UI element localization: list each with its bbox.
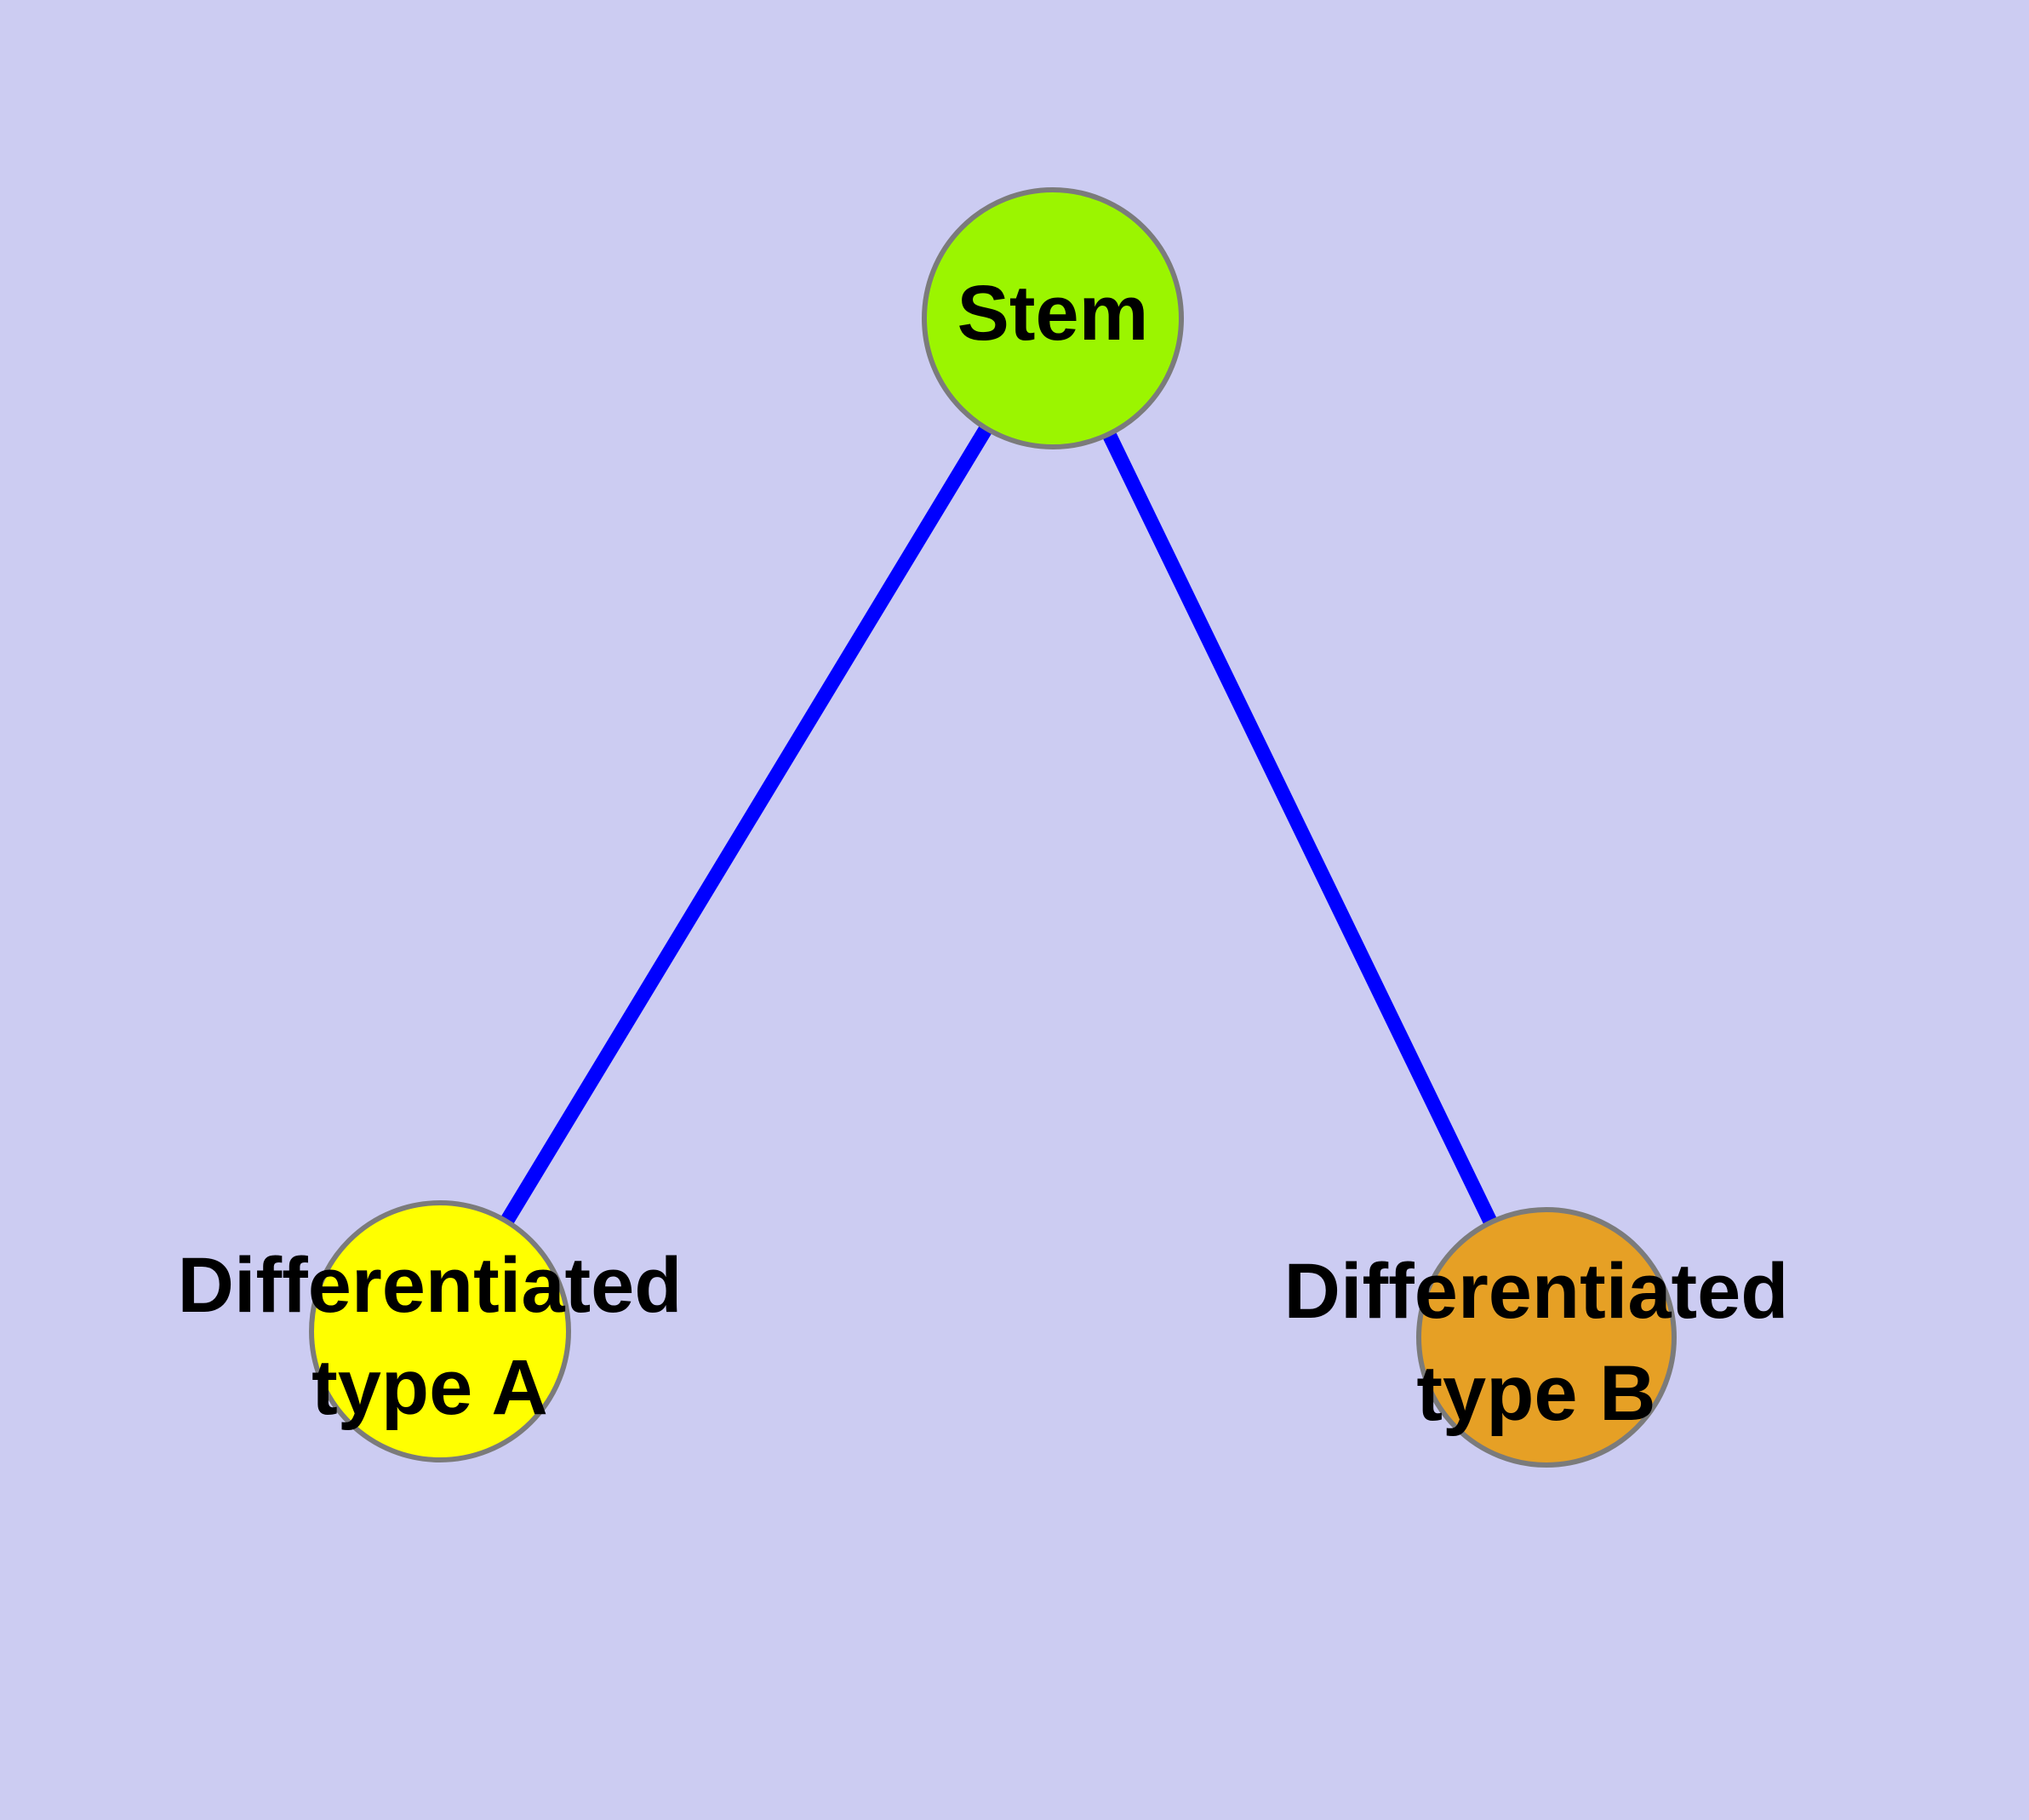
node-stem-label: Stem [712,262,1393,364]
node-stem [922,187,1184,449]
node-type-a-label-line-2: type A [311,1344,548,1431]
node-type-b-label-line-1: Differentiated [1283,1248,1789,1335]
node-differentiated-type-b [1416,1207,1677,1468]
node-type-a-label: Differentiated type A [89,1234,770,1439]
edge-stem-to-type-a [433,314,1060,1336]
node-stem-label-line: Stem [957,270,1149,357]
node-differentiated-type-a [309,1200,571,1462]
node-type-a-label-line-1: Differentiated [177,1242,683,1329]
node-type-b-label-line-2: type B [1416,1350,1656,1437]
node-type-b-label: Differentiated type B [1196,1240,1877,1445]
edge-stem-to-type-b [1046,315,1553,1341]
